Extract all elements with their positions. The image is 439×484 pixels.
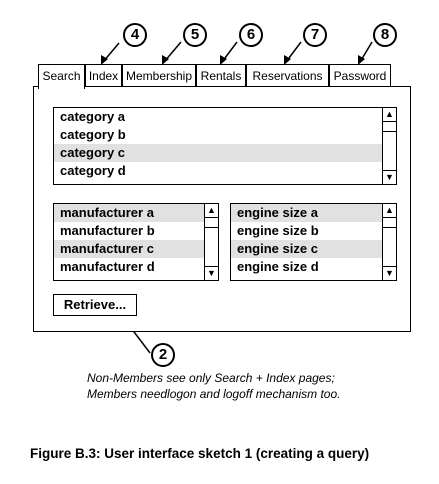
category-item-d[interactable]: category d	[60, 163, 126, 178]
tab-rentals[interactable]: Rentals	[196, 64, 246, 86]
figure-caption: Figure B.3: User interface sketch 1 (cre…	[30, 446, 370, 461]
engine-size-item-b[interactable]: engine size b	[237, 223, 319, 238]
retrieve-button[interactable]: Retrieve...	[53, 294, 137, 316]
manufacturer-item-c[interactable]: manufacturer c	[54, 240, 218, 258]
scroll-thumb[interactable]	[205, 218, 218, 228]
engine-size-item-d[interactable]: engine size d	[237, 259, 319, 274]
callout-6: 6	[239, 23, 263, 47]
tab-membership[interactable]: Membership	[122, 64, 196, 86]
callout-2: 2	[151, 343, 175, 367]
category-item-a[interactable]: category a	[60, 109, 126, 124]
engine-size-item-c[interactable]: engine size c	[231, 240, 396, 258]
callout-7: 7	[303, 23, 327, 47]
scroll-up-arrow-icon[interactable]: ▲	[205, 204, 218, 218]
scroll-up-arrow-icon[interactable]: ▲	[383, 108, 396, 122]
scroll-down-arrow-icon[interactable]: ▼	[383, 170, 396, 184]
engine-size-listbox[interactable]: engine size a engine size b engine size …	[230, 203, 397, 281]
manufacturer-scrollbar[interactable]: ▲ ▼	[204, 204, 218, 280]
note-line-1: Non-Members see only Search + Index page…	[87, 371, 335, 385]
callout-5: 5	[183, 23, 207, 47]
search-page-window: category a category b category c categor…	[33, 86, 411, 332]
category-listbox[interactable]: category a category b category c categor…	[53, 107, 397, 185]
manufacturer-item-d[interactable]: manufacturer d	[60, 259, 155, 274]
manufacturer-item-b[interactable]: manufacturer b	[60, 223, 155, 238]
manufacturer-item-a[interactable]: manufacturer a	[54, 204, 218, 222]
scroll-up-arrow-icon[interactable]: ▲	[383, 204, 396, 218]
category-item-b[interactable]: category b	[60, 127, 126, 142]
scroll-thumb[interactable]	[383, 218, 396, 228]
category-scrollbar[interactable]: ▲ ▼	[382, 108, 396, 184]
engine-size-item-a[interactable]: engine size a	[231, 204, 396, 222]
manufacturer-listbox[interactable]: manufacturer a manufacturer b manufactur…	[53, 203, 219, 281]
tab-search[interactable]: Search	[38, 64, 85, 89]
tab-index[interactable]: Index	[85, 64, 122, 86]
callout-4: 4	[123, 23, 147, 47]
scroll-down-arrow-icon[interactable]: ▼	[205, 266, 218, 280]
tab-password[interactable]: Password	[329, 64, 391, 86]
category-item-c[interactable]: category c	[54, 144, 396, 162]
engine-size-scrollbar[interactable]: ▲ ▼	[382, 204, 396, 280]
note-line-2: Members needlogon and logoff mechanism t…	[87, 387, 341, 401]
tab-reservations[interactable]: Reservations	[246, 64, 329, 86]
scroll-thumb[interactable]	[383, 122, 396, 132]
callout-8: 8	[373, 23, 397, 47]
scroll-down-arrow-icon[interactable]: ▼	[383, 266, 396, 280]
